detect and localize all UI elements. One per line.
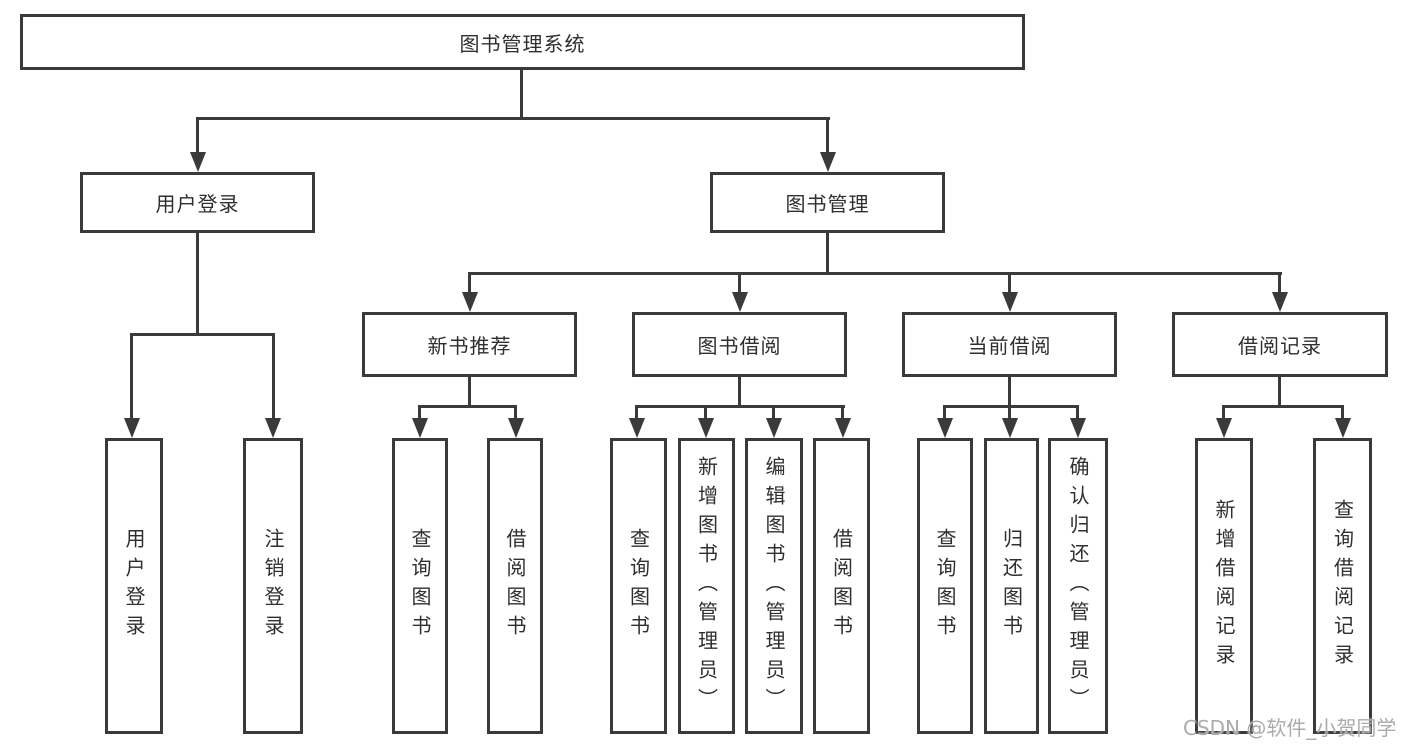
connector-br-child1 — [1222, 405, 1225, 419]
leaf-bb-borrow-book: 借阅图书 — [813, 438, 870, 734]
node-book-mgmt-label: 图书管理 — [785, 192, 870, 216]
connector-to-book-mgmt — [826, 117, 829, 155]
arrow-to-current-borrow-icon — [1002, 292, 1018, 312]
connector-to-borrow-record — [1278, 272, 1281, 294]
node-new-book-recommend: 新书推荐 — [362, 312, 577, 377]
node-current-borrow: 当前借阅 — [902, 312, 1117, 377]
leaf-user-login: 用户登录 — [105, 438, 163, 734]
node-book-mgmt: 图书管理 — [710, 172, 945, 233]
leaf-br-add-record-label: 新增借阅记录 — [1212, 499, 1236, 673]
arrow-to-borrow-record-icon — [1272, 292, 1288, 312]
leaf-bb-add-book-admin-label: 新增图书（管理员） — [694, 455, 719, 717]
leaf-cb-query-book-label: 查询图书 — [933, 528, 957, 644]
leaf-nb-borrow-book-label: 借阅图书 — [503, 528, 527, 644]
connector-to-leaf-login — [130, 333, 133, 419]
leaf-bb-edit-book-admin-label: 编辑图书（管理员） — [762, 455, 786, 717]
leaf-bb-add-book-admin: 新增图书（管理员） — [678, 438, 735, 734]
connector-new-book-horizontal — [418, 405, 517, 408]
arrow-cb-child3-icon — [1070, 418, 1086, 438]
leaf-nb-borrow-book: 借阅图书 — [487, 438, 543, 734]
leaf-cb-return-book-label: 归还图书 — [999, 528, 1024, 644]
arrow-cb-child2-icon — [1002, 418, 1018, 438]
connector-cb-child1 — [943, 405, 946, 419]
connector-to-book-borrow — [738, 272, 741, 294]
node-current-borrow-label: 当前借阅 — [967, 334, 1052, 358]
connector-book-borrow-horizontal — [635, 405, 845, 408]
connector-to-leaf-logout — [272, 333, 275, 419]
connector-new-book-trunk — [468, 377, 471, 408]
node-root-label: 图书管理系统 — [459, 31, 586, 56]
leaf-cb-query-book: 查询图书 — [917, 438, 973, 734]
leaf-nb-query-book: 查询图书 — [392, 438, 448, 734]
connector-to-current-borrow — [1008, 272, 1011, 294]
arrow-nb-child2-icon — [508, 418, 524, 438]
arrow-to-leaf-logout-icon — [265, 418, 281, 438]
leaf-bb-query-book: 查询图书 — [610, 438, 667, 734]
node-borrow-record-label: 借阅记录 — [1238, 334, 1322, 358]
leaf-logout-label: 注销登录 — [261, 528, 285, 644]
leaf-br-add-record: 新增借阅记录 — [1195, 438, 1253, 734]
arrow-to-user-login-icon — [190, 152, 206, 172]
leaf-bb-borrow-book-label: 借阅图书 — [829, 528, 854, 644]
arrow-bb-child1-icon — [629, 418, 645, 438]
connector-bb-child2 — [704, 405, 707, 419]
node-book-borrow: 图书借阅 — [632, 312, 847, 377]
connector-book-mgmt-trunk — [826, 232, 829, 275]
leaf-cb-return-book: 归还图书 — [984, 438, 1039, 734]
arrow-bb-child3-icon — [766, 418, 782, 438]
connector-user-login-horizontal — [130, 333, 275, 336]
arrow-to-leaf-login-icon — [124, 418, 140, 438]
arrow-bb-child4-icon — [835, 418, 851, 438]
connector-current-borrow-horizontal — [943, 405, 1079, 408]
connector-current-borrow-trunk — [1008, 377, 1011, 408]
leaf-logout: 注销登录 — [243, 438, 303, 734]
node-root: 图书管理系统 — [20, 14, 1025, 70]
connector-user-login-trunk — [196, 232, 199, 336]
arrow-nb-child1-icon — [412, 418, 428, 438]
connector-bb-child4 — [841, 405, 844, 419]
connector-level3-horizontal — [468, 272, 1282, 275]
arrow-to-book-borrow-icon — [732, 292, 748, 312]
leaf-br-query-record: 查询借阅记录 — [1313, 438, 1372, 734]
node-book-borrow-label: 图书借阅 — [697, 334, 782, 358]
leaf-br-query-record-label: 查询借阅记录 — [1330, 499, 1355, 673]
connector-book-borrow-trunk — [738, 377, 741, 408]
connector-to-user-login — [196, 117, 199, 155]
watermark: CSDN @软件_小贺同学 — [1183, 716, 1397, 740]
connector-to-new-book — [468, 272, 471, 294]
connector-level2-horizontal — [196, 117, 830, 120]
arrow-to-new-book-icon — [462, 292, 478, 312]
connector-nb-child1 — [418, 405, 421, 419]
arrow-br-child1-icon — [1216, 418, 1232, 438]
leaf-bb-edit-book-admin: 编辑图书（管理员） — [745, 438, 803, 734]
node-borrow-record: 借阅记录 — [1172, 312, 1388, 377]
connector-root-trunk — [520, 69, 523, 119]
arrow-to-book-mgmt-icon — [820, 152, 836, 172]
node-new-book-recommend-label: 新书推荐 — [427, 334, 512, 358]
leaf-cb-confirm-return-admin-label: 确认归还（管理员） — [1066, 455, 1090, 717]
connector-cb-child3 — [1076, 405, 1079, 419]
connector-borrow-record-horizontal — [1222, 405, 1344, 408]
connector-cb-child2 — [1008, 405, 1011, 419]
leaf-nb-query-book-label: 查询图书 — [408, 528, 432, 644]
leaf-cb-confirm-return-admin: 确认归还（管理员） — [1048, 438, 1108, 734]
node-user-login: 用户登录 — [80, 172, 315, 233]
leaf-user-login-label: 用户登录 — [122, 528, 146, 644]
connector-nb-child2 — [514, 405, 517, 419]
arrow-br-child2-icon — [1335, 418, 1351, 438]
connector-br-child2 — [1341, 405, 1344, 419]
arrow-bb-child2-icon — [698, 418, 714, 438]
connector-bb-child1 — [635, 405, 638, 419]
arrow-cb-child1-icon — [937, 418, 953, 438]
leaf-bb-query-book-label: 查询图书 — [626, 528, 651, 644]
node-user-login-label: 用户登录 — [155, 192, 240, 216]
connector-bb-child3 — [772, 405, 775, 419]
connector-borrow-record-trunk — [1278, 377, 1281, 408]
